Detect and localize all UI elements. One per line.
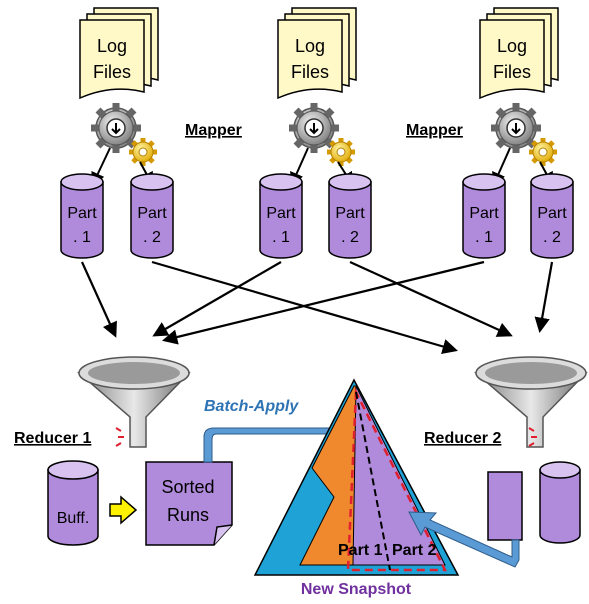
reducer-2-cylinder	[539, 461, 581, 544]
new-snapshot-label: New Snapshot	[301, 581, 412, 598]
shuffle-arrows	[80, 260, 554, 354]
partition-cylinder-1: Part . 1	[60, 173, 104, 259]
partition-label-line1: Part	[266, 205, 296, 222]
dashed-divider	[355, 391, 391, 571]
partition-label-line2: . 1	[272, 229, 290, 246]
partition-label-line2: . 1	[73, 229, 91, 246]
gear-icon	[491, 103, 541, 153]
log-group-2: Log Files	[277, 7, 357, 100]
apply-arrow	[408, 511, 520, 568]
dashed-outline	[346, 387, 448, 572]
reducer-1-label: Reducer 1	[14, 430, 91, 447]
sorted-runs-line1: Sorted	[161, 477, 214, 497]
partition-label-line2: . 2	[341, 229, 359, 246]
warning-dots-icon	[115, 427, 124, 447]
buffer-label: Buff.	[57, 510, 90, 527]
batch-apply-label: Batch-Apply	[204, 398, 299, 415]
log-label-line2: Files	[493, 62, 531, 82]
log-label-line1: Log	[295, 36, 325, 56]
partition-label-line1: Part	[335, 205, 365, 222]
log-label-line1: Log	[497, 36, 527, 56]
mapper-label: Mapper	[185, 122, 242, 139]
partition-label-line1: Part	[137, 205, 167, 222]
buffer-cylinder: Buff.	[47, 460, 99, 546]
log-page-front	[277, 19, 343, 100]
partition-label-line2: . 2	[543, 229, 561, 246]
log-group-1: Log Files	[79, 7, 159, 100]
partition-cylinder-4: Part . 2	[328, 173, 372, 259]
reducer-2-page	[487, 471, 523, 541]
partition-label-line1: Part	[537, 205, 567, 222]
gear-small-icon	[129, 138, 157, 166]
partition-label-line1: Part	[469, 205, 499, 222]
partition-label-line2: . 1	[475, 229, 493, 246]
yellow-arrow-icon	[109, 495, 138, 525]
funnel-icon	[473, 356, 588, 448]
warning-dots-icon	[528, 427, 537, 447]
log-group-3: Log Files	[479, 7, 559, 100]
partition-cylinder-3: Part . 1	[259, 173, 303, 259]
log-page-front	[79, 19, 145, 100]
reducer-2-label: Reducer 2	[424, 430, 501, 447]
funnel-icon	[76, 356, 191, 448]
part-1-label: Part 1	[338, 542, 383, 559]
partition-cylinder-5: Part . 1	[462, 173, 506, 259]
log-label-line2: Files	[93, 62, 131, 82]
gear-small-icon	[327, 138, 355, 166]
log-label-line2: Files	[291, 62, 329, 82]
partition-label-line1: Part	[67, 205, 97, 222]
sorted-runs-line2: Runs	[167, 505, 209, 525]
gear-icon	[289, 103, 339, 153]
log-label-line1: Log	[97, 36, 127, 56]
gear-icon	[91, 103, 141, 153]
partition-cylinder-2: Part . 2	[130, 173, 174, 259]
log-page-front	[479, 19, 545, 100]
gear-small-icon	[529, 138, 557, 166]
sorted-runs-page: Sorted Runs	[145, 461, 233, 546]
part-2-label: Part 2	[392, 542, 437, 559]
partition-label-line2: . 2	[143, 229, 161, 246]
mapper-label: Mapper	[406, 122, 463, 139]
partition-cylinder-6: Part . 2	[530, 173, 574, 259]
